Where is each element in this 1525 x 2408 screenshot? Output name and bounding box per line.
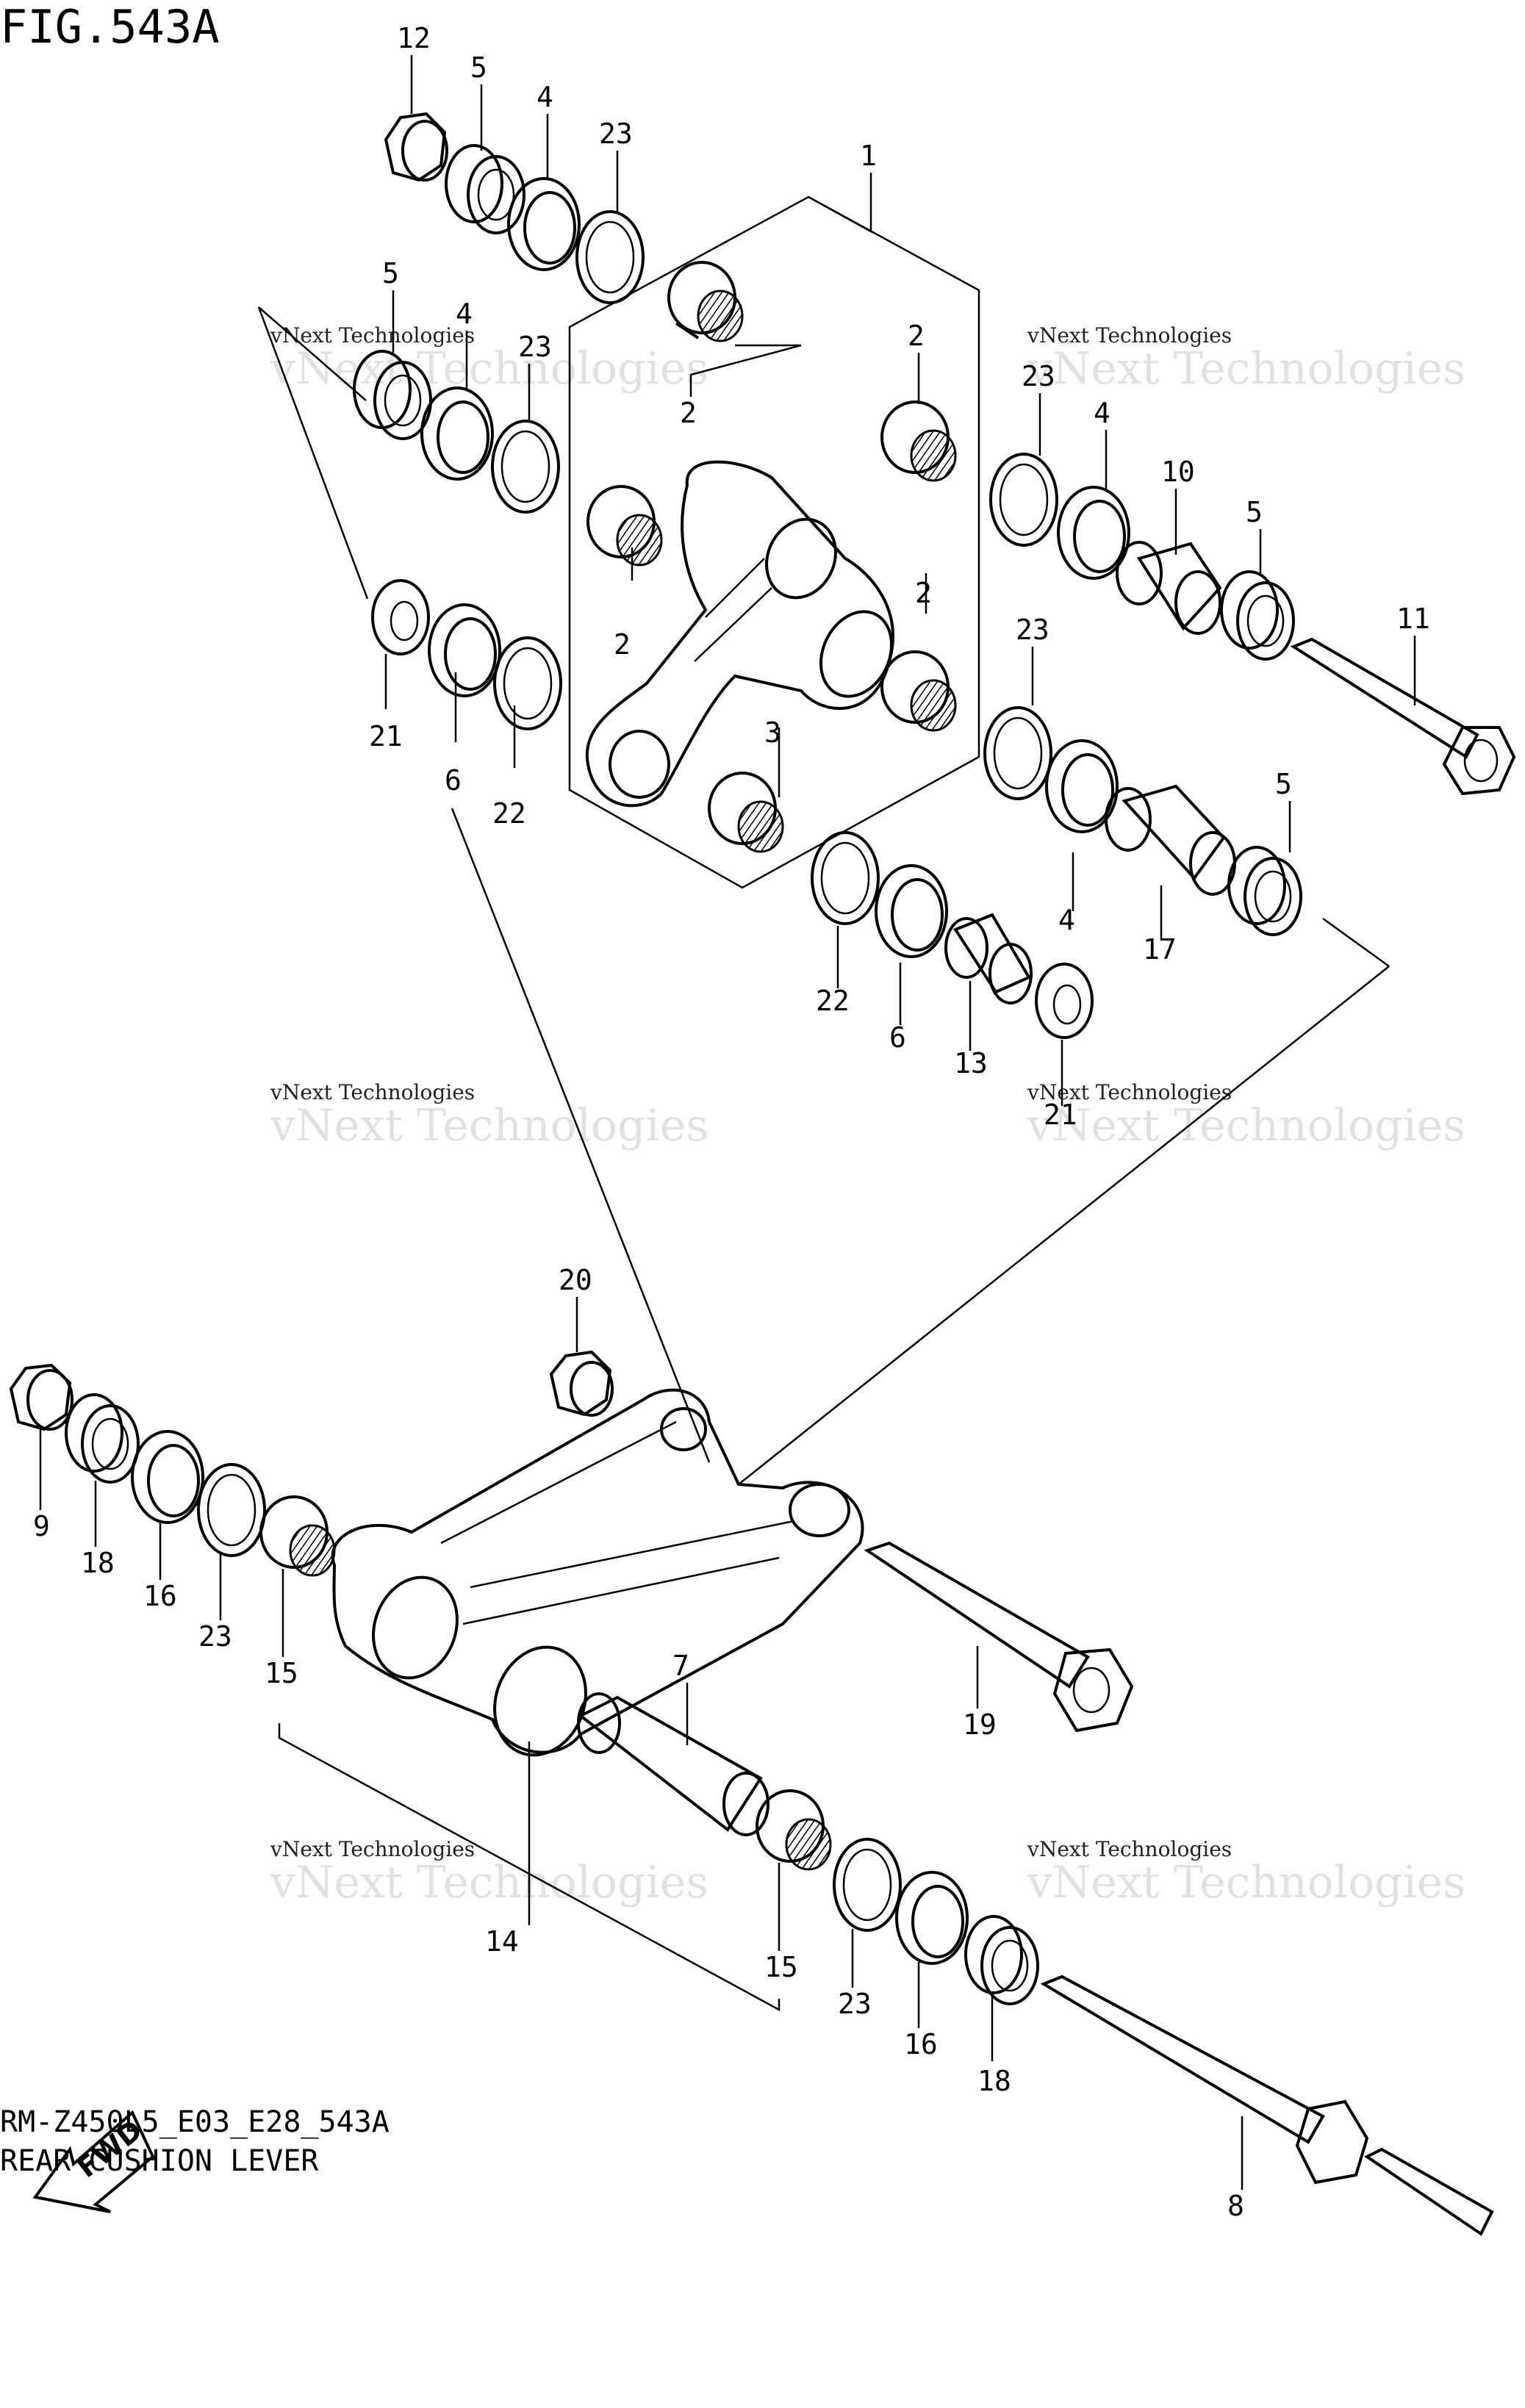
- dust-seal-collar: [964, 1915, 1039, 2005]
- callout-number: 4: [537, 81, 553, 113]
- washer: [493, 636, 562, 730]
- callout-number: 20: [559, 1264, 592, 1296]
- cushion-lever-part: [585, 460, 894, 808]
- needle-bearing: [880, 400, 957, 482]
- needle-bearing: [756, 1789, 832, 1871]
- callout-number: 2: [680, 397, 697, 429]
- washer: [989, 453, 1058, 547]
- assembly-outline-lever: [257, 306, 369, 600]
- callout-number: 4: [1058, 904, 1075, 936]
- callout-number: 9: [33, 1510, 50, 1542]
- callout-number: 5: [382, 257, 399, 290]
- dust-seal-collar: [65, 1393, 140, 1484]
- oil-seal: [875, 864, 948, 958]
- callout-number: 23: [838, 1988, 872, 2020]
- callout-number: 7: [672, 1650, 689, 1682]
- callout-number: 18: [977, 2065, 1011, 2097]
- callout-number: 4: [456, 298, 473, 330]
- callout-number: 18: [81, 1547, 115, 1579]
- needle-bearing: [259, 1495, 336, 1577]
- section-name: REAR CUSHION LEVER: [0, 2144, 319, 2178]
- oil-seal: [895, 1871, 969, 1965]
- callout-number: 1: [860, 140, 877, 172]
- figure-title: FIG.543A: [0, 0, 220, 54]
- bolt: [864, 1541, 1134, 1733]
- oil-seal: [428, 603, 501, 697]
- callout-number: 23: [1016, 614, 1049, 646]
- callout-number: 6: [889, 1021, 906, 1054]
- oil-seal: [507, 177, 581, 271]
- callout-number: 5: [1275, 768, 1292, 800]
- callout-number: 23: [1022, 360, 1055, 392]
- thrust-washer: [1035, 963, 1094, 1039]
- thrust-washer: [371, 579, 430, 655]
- washer: [491, 420, 560, 514]
- callout-number: 5: [470, 51, 487, 84]
- callout-number: 22: [816, 985, 850, 1017]
- callout-number: 13: [954, 1047, 988, 1079]
- long-bolt: [1040, 1974, 1494, 2236]
- oil-seal: [131, 1430, 204, 1524]
- callout-number: 11: [1396, 603, 1430, 635]
- callout-number: 2: [908, 320, 925, 352]
- callout-number: 23: [518, 331, 552, 363]
- nut: [384, 112, 448, 182]
- dust-seal-collar: [445, 144, 525, 234]
- oil-seal: [1045, 739, 1119, 833]
- needle-bearing: [667, 261, 744, 342]
- washer: [833, 1838, 902, 1932]
- bolt: [1290, 637, 1516, 796]
- spacer-collar: [1105, 784, 1236, 896]
- callout-number: 21: [369, 720, 403, 752]
- callout-number: 3: [764, 716, 781, 749]
- spacer-collar: [1116, 541, 1222, 635]
- callout-number: 15: [265, 1657, 298, 1689]
- callout-number: 14: [485, 1925, 519, 1958]
- dust-seal-collar: [1227, 846, 1302, 936]
- callout-number: 23: [599, 118, 633, 150]
- callout-number: 16: [904, 2028, 938, 2060]
- dust-seal-collar: [1220, 570, 1295, 661]
- needle-bearing: [586, 485, 663, 567]
- needle-bearing: [880, 650, 957, 732]
- callout-number: 2: [915, 577, 932, 609]
- oil-seal: [420, 387, 494, 481]
- spacer-collar: [944, 913, 1033, 1004]
- callout-number: 6: [445, 764, 462, 797]
- washer: [811, 831, 880, 925]
- callout-number: 22: [492, 797, 526, 830]
- callout-number: 10: [1161, 456, 1195, 488]
- leader-lines: [39, 55, 1416, 2190]
- washer: [983, 706, 1052, 800]
- callout-number: 2: [614, 628, 631, 661]
- callout-number: 19: [963, 1708, 997, 1741]
- callout-number: 8: [1227, 2190, 1244, 2222]
- washer: [575, 210, 645, 304]
- nut: [9, 1363, 73, 1431]
- model-code: RM-Z450L5_E03_E28_543A: [0, 2105, 390, 2139]
- callout-number: 2: [915, 577, 932, 609]
- dust-seal-collar: [353, 350, 432, 440]
- callout-number: 16: [143, 1580, 177, 1612]
- callout-number: 23: [198, 1620, 232, 1653]
- callout-number: 4: [1094, 397, 1110, 429]
- callout-number: 15: [764, 1951, 798, 1983]
- fwd-direction-arrow: FWD: [32, 2110, 155, 2213]
- cushion-rod-part: [331, 1388, 864, 1757]
- callout-number: 12: [397, 22, 431, 54]
- callout-number: 21: [1044, 1099, 1077, 1131]
- washer: [197, 1463, 266, 1557]
- callout-number: 5: [1246, 496, 1263, 528]
- callout-labels: 12 5 4 23 1 5 4 23 2 2 2 2 2 23 4 10 5 1…: [33, 22, 1430, 2222]
- oil-seal: [1057, 486, 1130, 580]
- needle-bearing: [708, 772, 784, 853]
- spacer-collar: [577, 1692, 769, 1836]
- callout-number: 17: [1143, 933, 1177, 966]
- nut: [549, 1350, 614, 1417]
